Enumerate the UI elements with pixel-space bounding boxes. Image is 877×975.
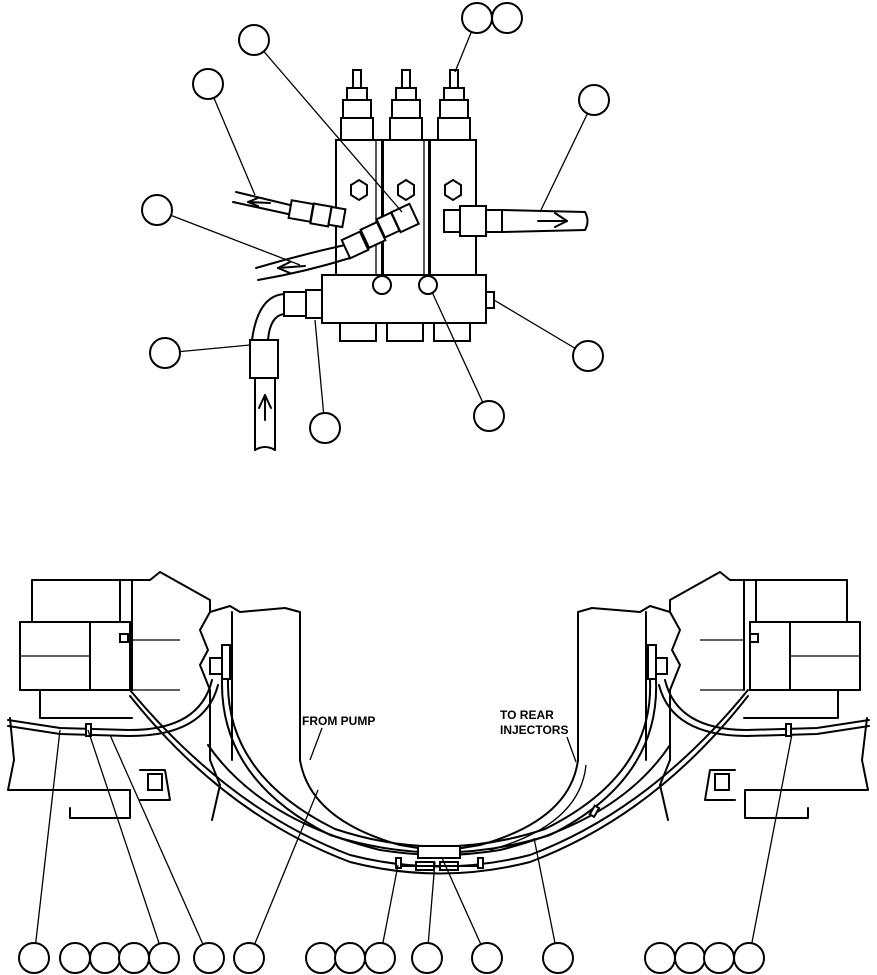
callout-circle: [192, 68, 224, 100]
callout-circle: [572, 340, 604, 372]
manifold-block: [321, 274, 495, 342]
callout-circle: [118, 942, 150, 974]
callout-circle: [542, 942, 574, 974]
callout-circle: [471, 942, 503, 974]
callout-circle: [18, 942, 50, 974]
callout-circle: [703, 942, 735, 974]
callout-circle: [141, 194, 173, 226]
callout-circle: [309, 412, 341, 444]
injector-top-fittings: [340, 69, 471, 141]
right-frame: [577, 571, 869, 821]
callout-circle: [733, 942, 765, 974]
bottom-callouts: [18, 942, 765, 974]
callout-circle: [149, 337, 181, 369]
callout-circle: [578, 84, 610, 116]
callout-circle: [644, 942, 676, 974]
left-lower-hose: [255, 202, 421, 281]
routing-view: FROM PUMP TO REAR INJECTORS: [7, 571, 870, 974]
callout-circle: [491, 2, 523, 34]
callout-circle: [89, 942, 121, 974]
left-frame: [7, 571, 301, 821]
callout-circle: [238, 24, 270, 56]
from-pump-label: FROM PUMP: [302, 714, 375, 728]
injector-bank-view: [141, 2, 610, 451]
callout-circle: [461, 2, 493, 34]
right-hose: [443, 205, 589, 237]
callout-circle: [233, 942, 265, 974]
callout-circle: [193, 942, 225, 974]
callout-circle: [411, 942, 443, 974]
left-upper-hose: [232, 191, 347, 229]
inlet-hose: [249, 289, 323, 451]
to-rear-label-line1: TO REAR: [500, 708, 554, 722]
top-callouts: [141, 2, 610, 444]
callout-circle: [473, 400, 505, 432]
to-rear-label-line2: INJECTORS: [500, 723, 568, 737]
top-leader-lines: [156, 17, 595, 429]
callout-circle: [305, 942, 337, 974]
callout-circle: [334, 942, 366, 974]
callout-circle: [364, 942, 396, 974]
callout-circle: [674, 942, 706, 974]
lube-lines: [7, 679, 870, 875]
callout-circle: [148, 942, 180, 974]
callout-circle: [59, 942, 91, 974]
